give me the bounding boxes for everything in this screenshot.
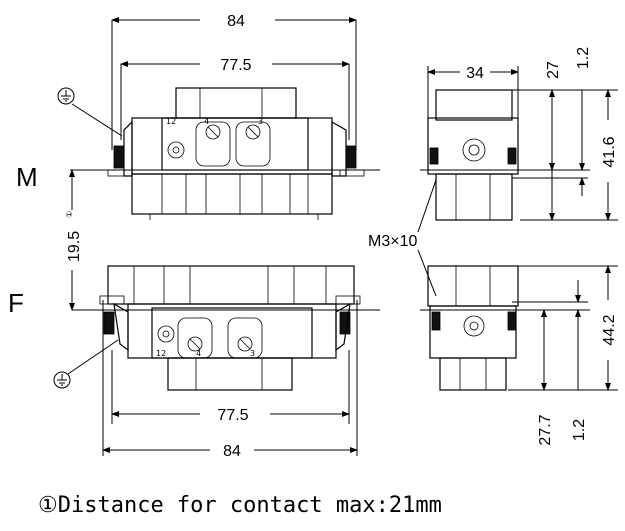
female-locking-pin-left: [103, 311, 115, 335]
screw-leader: [417, 179, 437, 233]
gap-dimension: 19.5 ①: [65, 169, 83, 311]
male-locking-pin-right: [345, 145, 357, 169]
label-female: F: [8, 288, 24, 318]
female-aux-contact: [157, 325, 175, 343]
f-pin-12: 12: [156, 349, 166, 358]
dim-f-1-2: 1.2: [571, 419, 588, 441]
male-lower-body: [131, 173, 333, 215]
ground-symbol-icon: [53, 339, 119, 389]
dim-f-27-7: 27.7: [537, 414, 554, 445]
female-top-body: [107, 265, 355, 305]
female-side-housing: [429, 305, 517, 359]
female-contact-cavity: [227, 317, 263, 359]
female-bottom-block: [167, 357, 293, 391]
female-side-view: 44.2 27.7 1.2: [420, 265, 618, 446]
male-locking-pin-left: [113, 145, 125, 169]
male-top-block: [175, 87, 297, 119]
gap-note-mark: ①: [65, 211, 74, 218]
footnote: ①Distance for contact max:21mm: [38, 493, 442, 518]
m-pin-3: 3: [258, 117, 263, 126]
dim-m-34: 34: [466, 65, 484, 82]
f-pin-4: 4: [196, 349, 201, 358]
female-side-screw: [463, 315, 485, 337]
female-insert: [151, 307, 313, 359]
screw-leader: [417, 249, 437, 297]
dim-f-44-2: 44.2: [601, 314, 618, 345]
female-front-view: 12 4 3 77.5 84: [72, 265, 380, 460]
male-aux-contact: [167, 141, 185, 159]
dim-m-27: 27: [545, 61, 562, 79]
dim-f-77-5: 77.5: [217, 407, 248, 424]
dim-f-84: 84: [223, 443, 241, 460]
male-side-screw: [462, 138, 486, 162]
male-insert: [161, 117, 309, 171]
male-contact-cavity: [195, 121, 231, 167]
dim-m-77-5: 77.5: [220, 57, 251, 74]
m-pin-12: 12: [166, 117, 176, 126]
m-pin-4: 4: [204, 117, 209, 126]
female-side-top: [427, 265, 519, 307]
dim-m-1-2: 1.2: [575, 47, 592, 69]
female-side-bottom: [439, 357, 507, 391]
label-male: M: [16, 162, 38, 192]
dim-m-41-6: 41.6: [601, 136, 618, 167]
male-side-housing: [427, 117, 519, 175]
female-contact-cavity: [177, 317, 213, 359]
f-pin-3: 3: [250, 349, 255, 358]
male-side-view: 34 27 1.2 41.6: [420, 47, 618, 221]
dim-m-84: 84: [227, 13, 245, 30]
dim-gap-19-5: 19.5: [66, 231, 83, 262]
male-side-top: [435, 89, 513, 121]
male-front-view: 84 77.5 12 4 3: [70, 13, 380, 220]
male-side-lower: [435, 173, 513, 221]
label-screw: M3×10: [368, 233, 417, 250]
male-contact-cavity: [235, 121, 271, 167]
ground-symbol-icon: [57, 87, 123, 137]
